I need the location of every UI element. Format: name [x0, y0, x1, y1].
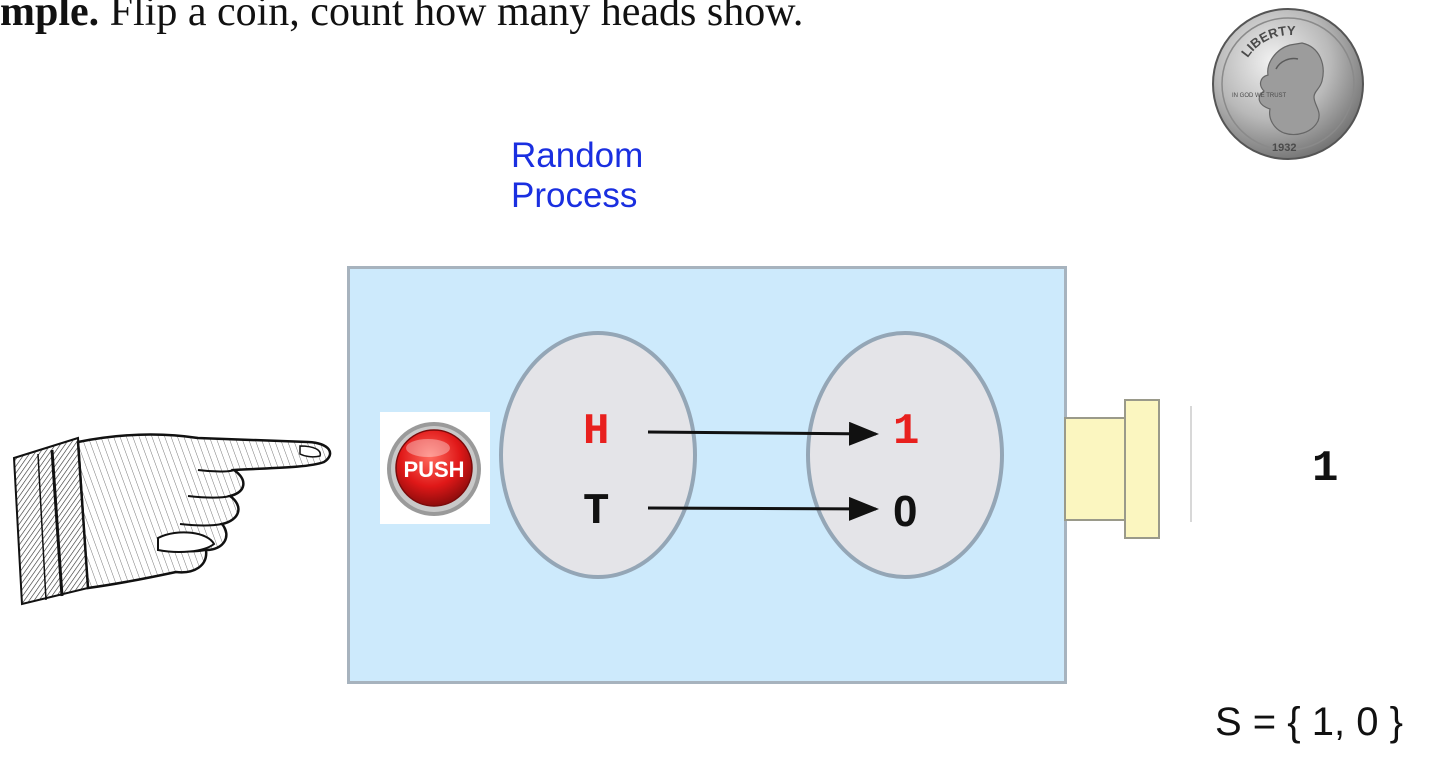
input-circle: [499, 331, 697, 579]
output-circle: [806, 331, 1004, 579]
sample-space-text: S = { 1, 0 }: [1215, 700, 1403, 744]
coin-motto-text: IN GOD WE TRUST: [1232, 93, 1287, 99]
random-process-label-line1: Random: [511, 136, 644, 175]
input-tails: T: [583, 487, 610, 537]
header-rest: Flip a coin, count how many heads show.: [99, 0, 804, 35]
output-slot-icon: [1064, 399, 1192, 539]
input-heads: H: [583, 407, 610, 457]
push-button-icon: PUSH: [387, 422, 481, 516]
push-button-label: PUSH: [403, 457, 464, 482]
quarter-coin-icon: LIBERTY IN GOD WE TRUST 1932: [1212, 8, 1364, 160]
header-bold: mple.: [0, 0, 100, 35]
output-one: 1: [893, 407, 920, 457]
output-zero: 0: [893, 487, 918, 536]
push-button[interactable]: PUSH: [380, 412, 490, 524]
output-value: 1: [1312, 444, 1339, 494]
random-process-label-line2: Process: [511, 176, 638, 215]
coin-year-text: 1932: [1272, 142, 1296, 154]
pointing-hand-icon: [12, 433, 332, 606]
header-text: mple. Flip a coin, count how many heads …: [0, 0, 803, 36]
random-process-label: Random Process: [511, 136, 643, 216]
